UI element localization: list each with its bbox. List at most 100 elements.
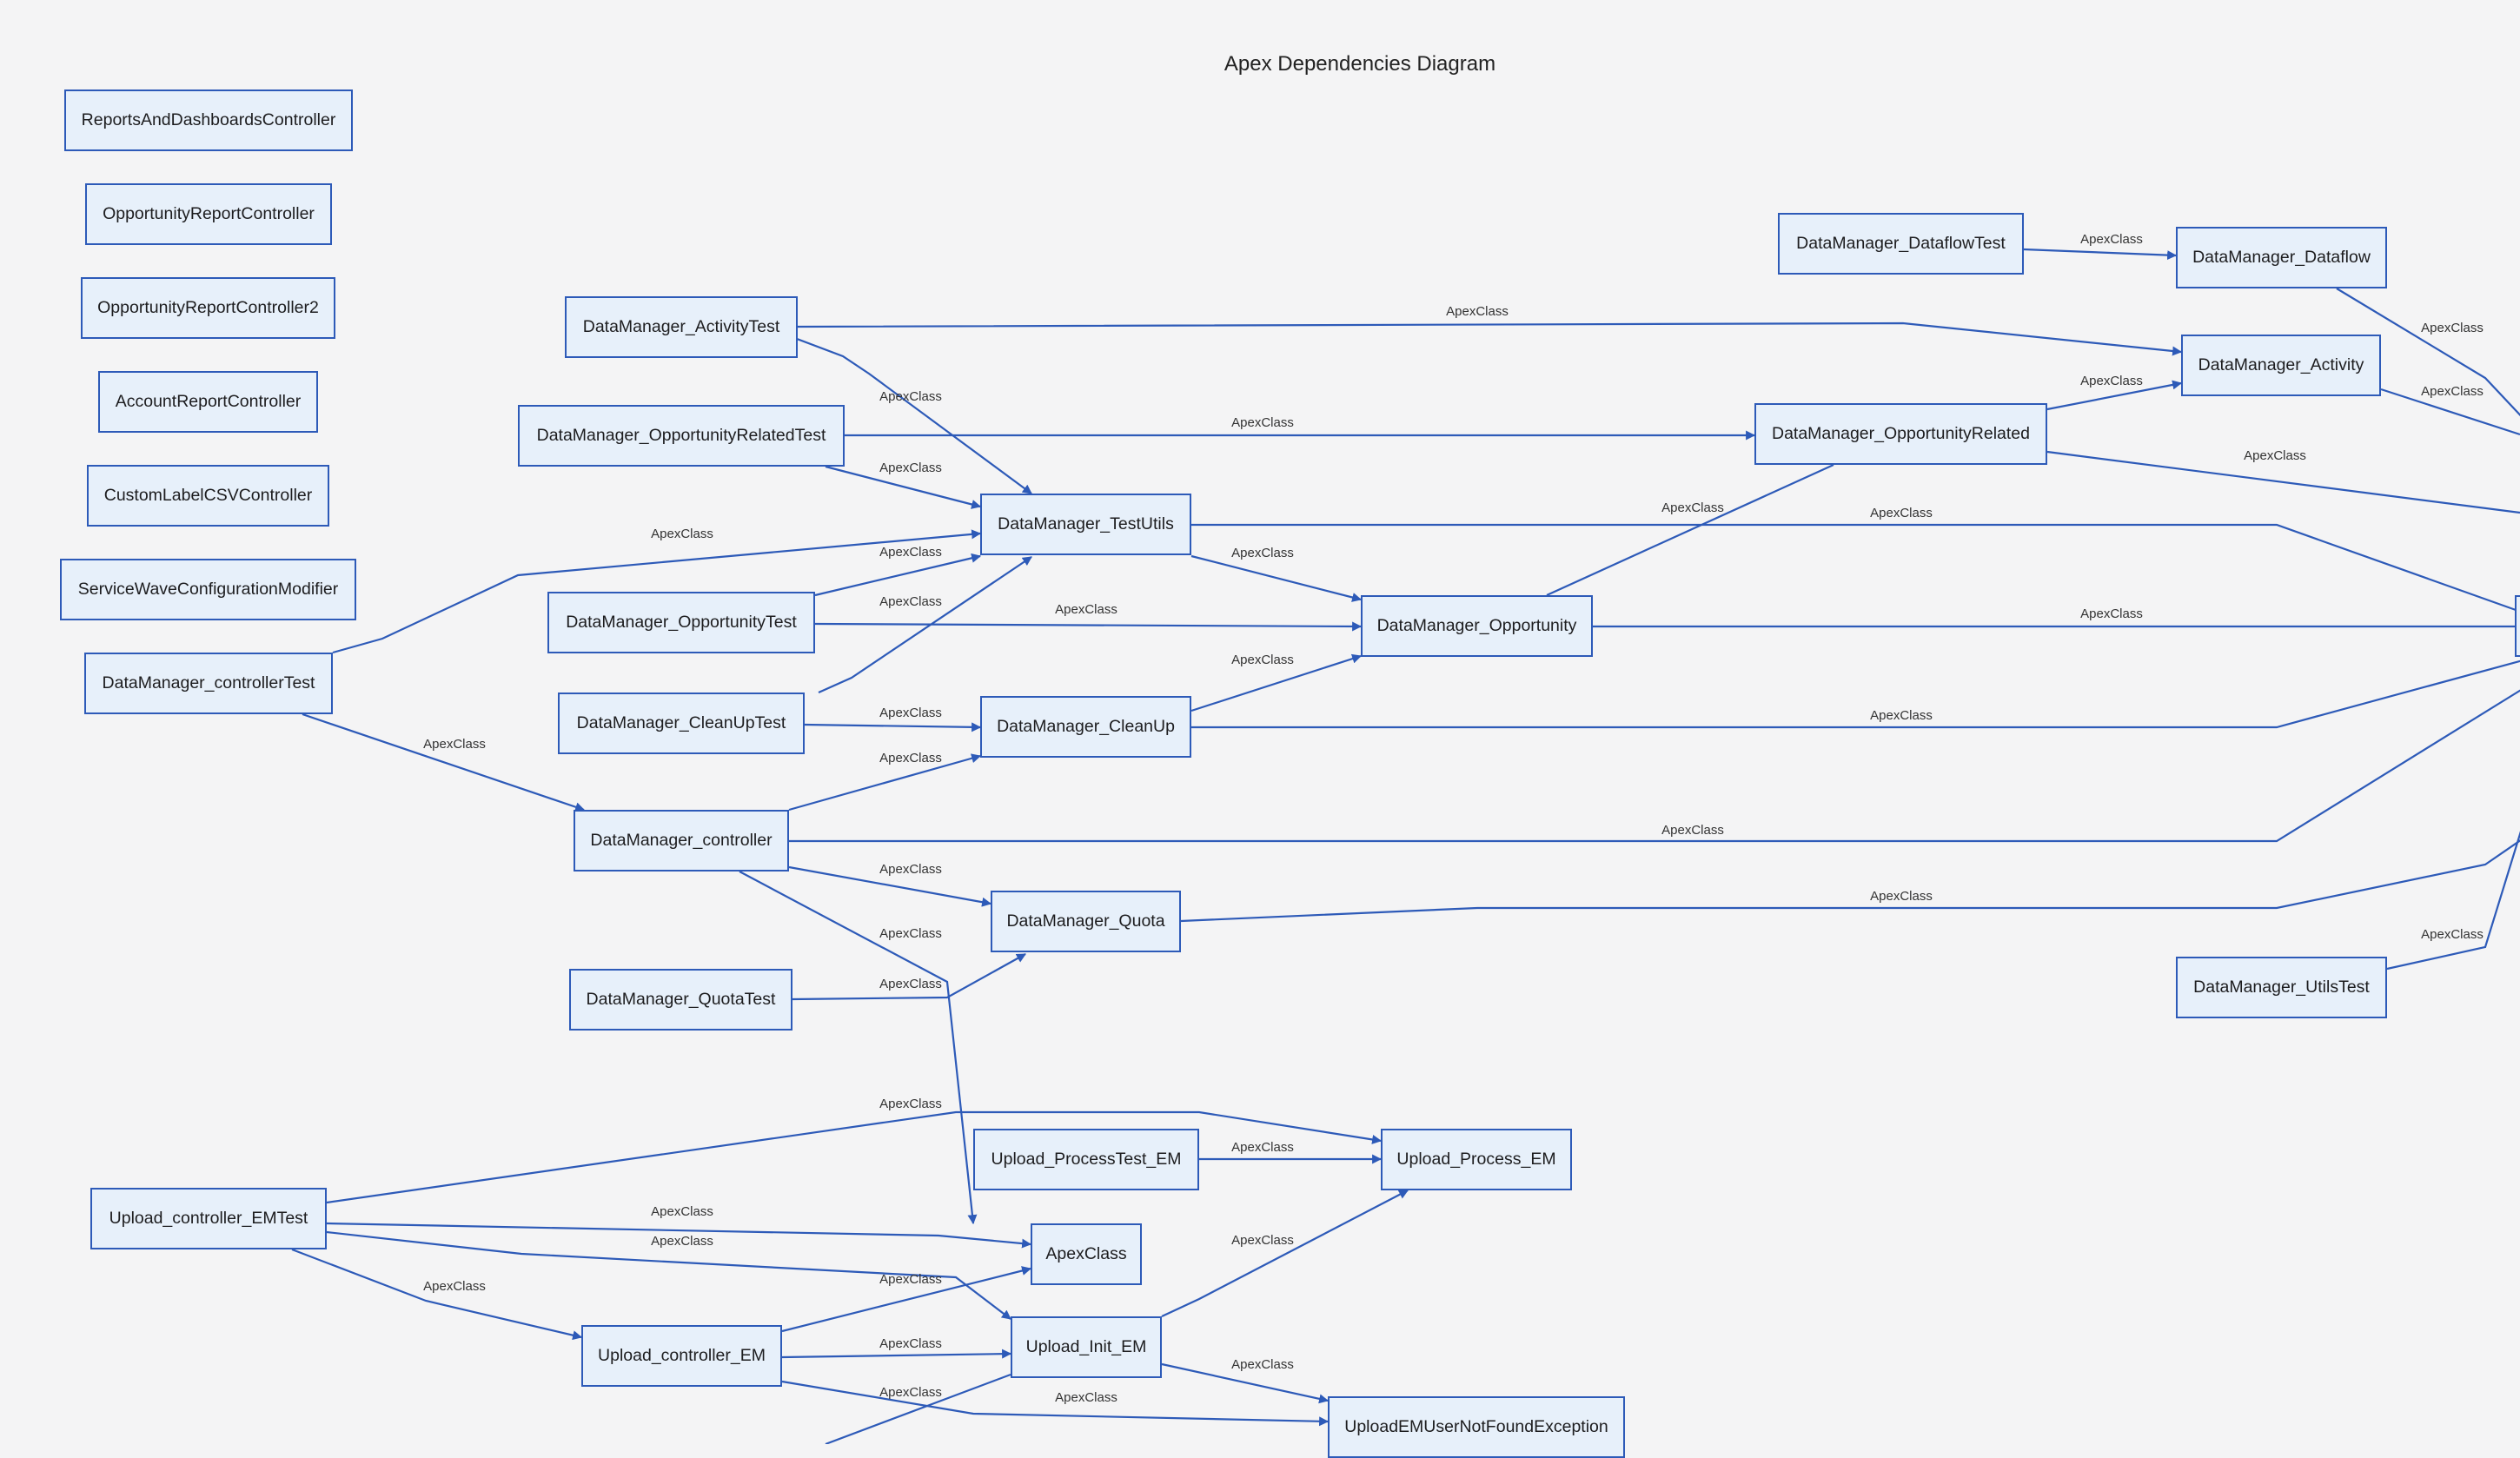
node-opportunity-report-controller2[interactable]: OpportunityReportController2: [81, 277, 335, 339]
dependency-edge-33: [291, 1248, 583, 1341]
dependency-edge-24: [2046, 380, 2183, 411]
dependency-edge-39: [825, 1373, 1011, 1444]
dependency-edge-22: [1180, 839, 2520, 923]
dependency-edge-18: [1546, 463, 1834, 597]
dependency-edge-35: [781, 1349, 1012, 1359]
node-datamanager-quota[interactable]: DataManager_Quota: [991, 891, 1181, 952]
node-datamanager-activity-test[interactable]: DataManager_ActivityTest: [565, 296, 798, 358]
dependency-edge-28: [2386, 831, 2520, 971]
node-upload-process-test-em[interactable]: Upload_ProcessTest_EM: [973, 1129, 1199, 1190]
node-datamanager-utils-test[interactable]: DataManager_UtilsTest: [2176, 957, 2387, 1018]
dependency-edge-8: [818, 556, 1032, 694]
dependency-edge-32: [326, 1230, 1011, 1320]
edge-label: ApexClass: [1055, 1390, 1117, 1405]
node-upload-controller-em[interactable]: Upload_controller_EM: [581, 1325, 782, 1387]
edge-label: ApexClass: [879, 1272, 942, 1287]
dependency-edge-17: [1191, 523, 2520, 613]
edge-label: ApexClass: [879, 1097, 942, 1111]
dependency-edge-2: [797, 321, 2183, 356]
node-datamanager-controller[interactable]: DataManager_controller: [574, 810, 789, 871]
node-datamanager-dataflow-test[interactable]: DataManager_DataflowTest: [1778, 213, 2024, 275]
edge-label: ApexClass: [1231, 415, 1294, 430]
edge-label: ApexClass: [2421, 321, 2484, 335]
edge-label: ApexClass: [879, 461, 942, 475]
edge-label: ApexClass: [879, 926, 942, 941]
dependency-edge-10: [788, 753, 982, 812]
edge-label: ApexClass: [879, 862, 942, 877]
node-upload-init-em[interactable]: Upload_Init_EM: [1011, 1316, 1162, 1378]
edge-label: ApexClass: [879, 706, 942, 720]
dependency-edge-14: [792, 953, 1026, 1001]
node-opportunity-report-controller[interactable]: OpportunityReportController: [85, 183, 332, 245]
edge-label: ApexClass: [1870, 506, 1933, 520]
dependency-edge-26: [2336, 288, 2520, 417]
edge-label: ApexClass: [1055, 602, 1117, 617]
edge-label: ApexClass: [879, 545, 942, 560]
edge-label: ApexClass: [423, 1279, 486, 1294]
node-upload-process-em[interactable]: Upload_Process_EM: [1381, 1129, 1572, 1190]
dependency-edge-11: [302, 712, 586, 812]
dependency-edge-5: [332, 529, 982, 654]
node-datamanager-opportunity-related[interactable]: DataManager_OpportunityRelated: [1754, 403, 2047, 465]
node-datamanager-testutils[interactable]: DataManager_TestUtils: [980, 494, 1191, 555]
dependency-edge-16: [1190, 653, 1363, 712]
edge-label: ApexClass: [879, 389, 942, 404]
edge-label: ApexClass: [423, 737, 486, 752]
node-datamanager-cleanup[interactable]: DataManager_CleanUp: [980, 696, 1191, 758]
node-upload-em-user-not-found-exception[interactable]: UploadEMUserNotFoundException: [1328, 1396, 1625, 1458]
dependency-edge-15: [1190, 554, 1363, 602]
edge-label: ApexClass: [2421, 927, 2484, 942]
dependency-edge-25: [2046, 450, 2520, 514]
node-service-wave-configuration-modifier[interactable]: ServiceWaveConfigurationModifier: [60, 559, 356, 620]
node-offscreen-target[interactable]: [2515, 595, 2520, 657]
edge-label: ApexClass: [1231, 1233, 1294, 1248]
edge-label: ApexClass: [651, 1204, 713, 1219]
edge-label: ApexClass: [1231, 653, 1294, 667]
node-account-report-controller[interactable]: AccountReportController: [98, 371, 318, 433]
edge-label: ApexClass: [2080, 232, 2143, 247]
edge-label: ApexClass: [2080, 374, 2143, 388]
dependency-edge-27: [2380, 388, 2520, 436]
edge-label: ApexClass: [2244, 448, 2306, 463]
node-upload-controller-em-test[interactable]: Upload_controller_EMTest: [90, 1188, 327, 1249]
node-datamanager-controller-test[interactable]: DataManager_controllerTest: [84, 653, 333, 714]
dependency-edge-12: [788, 865, 992, 907]
node-datamanager-cleanup-test[interactable]: DataManager_CleanUpTest: [558, 693, 805, 754]
dependency-edge-38: [781, 1380, 1330, 1427]
edge-label: ApexClass: [879, 1385, 942, 1400]
edge-label: ApexClass: [651, 527, 713, 541]
dependency-edge-36: [1161, 1190, 1409, 1317]
edge-label: ApexClass: [1661, 500, 1724, 515]
edge-label: ApexClass: [1870, 889, 1933, 904]
edge-label: ApexClass: [879, 977, 942, 991]
dependency-edge-23: [2023, 248, 2178, 261]
node-datamanager-activity[interactable]: DataManager_Activity: [2181, 335, 2381, 396]
node-apex-class[interactable]: ApexClass: [1031, 1223, 1142, 1285]
dependency-edge-21: [789, 689, 2520, 843]
node-custom-label-csv-controller[interactable]: CustomLabelCSVController: [87, 465, 329, 527]
node-datamanager-dataflow[interactable]: DataManager_Dataflow: [2176, 227, 2387, 288]
edge-label: ApexClass: [651, 1234, 713, 1249]
dependency-edge-37: [1161, 1362, 1330, 1404]
dependency-edge-20: [1191, 659, 2520, 729]
edge-label: ApexClass: [879, 751, 942, 765]
edge-label: ApexClass: [879, 1336, 942, 1351]
node-datamanager-opportunity[interactable]: DataManager_Opportunity: [1361, 595, 1593, 657]
edge-label: ApexClass: [2080, 606, 2143, 621]
edge-label: ApexClass: [1231, 1357, 1294, 1372]
edge-label: ApexClass: [879, 594, 942, 609]
node-datamanager-opportunity-test[interactable]: DataManager_OpportunityTest: [547, 592, 815, 653]
edge-label: ApexClass: [1446, 304, 1509, 319]
dependency-edge-1: [764, 325, 1032, 494]
node-datamanager-opportunity-related-test[interactable]: DataManager_OpportunityRelatedTest: [518, 405, 845, 467]
dependency-edge-31: [326, 1222, 1032, 1249]
dependency-edge-29: [326, 1110, 1383, 1204]
edge-label: ApexClass: [2421, 384, 2484, 399]
node-reports-and-dashboards-controller[interactable]: ReportsAndDashboardsController: [64, 89, 353, 151]
edge-label: ApexClass: [1870, 708, 1933, 723]
node-datamanager-quota-test[interactable]: DataManager_QuotaTest: [569, 969, 792, 1031]
dependency-edge-6: [814, 553, 982, 597]
dependency-edge-9: [804, 722, 982, 732]
